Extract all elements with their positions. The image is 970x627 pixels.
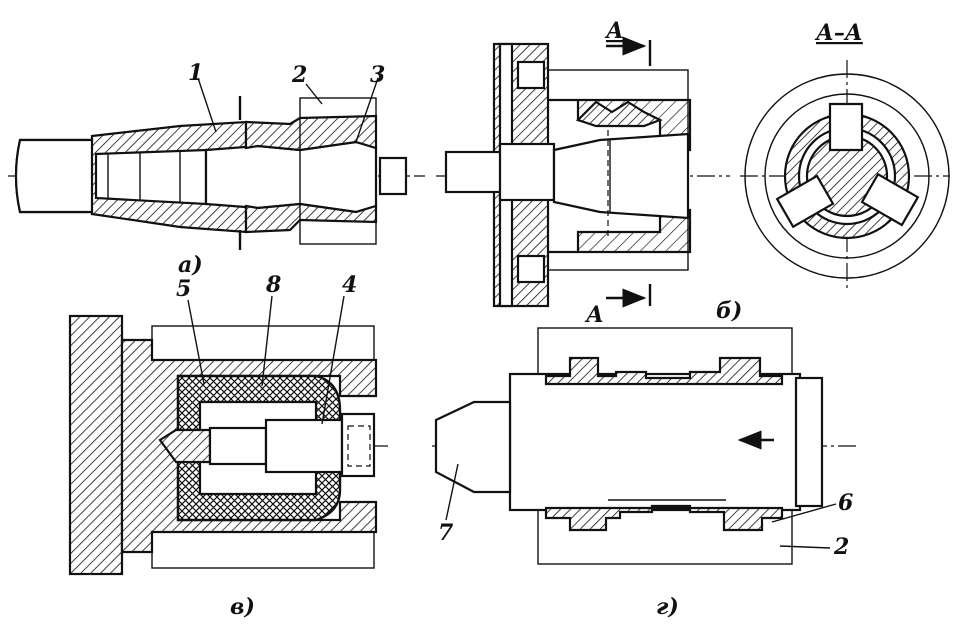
- section-title: А–А: [814, 20, 863, 46]
- caption-b: б): [716, 298, 742, 324]
- label-part-2-top: 2: [291, 62, 307, 88]
- label-part-1: 1: [188, 60, 203, 86]
- label-part-8: 8: [265, 272, 281, 298]
- label-part-2-bottom: 2: [833, 534, 849, 560]
- label-part-6: 6: [838, 490, 853, 516]
- section-arrow-bottom: А: [584, 302, 604, 328]
- caption-v: в): [230, 594, 255, 620]
- label-part-4: 4: [342, 272, 357, 298]
- section-a-a: [740, 60, 950, 288]
- view-a: [8, 96, 425, 250]
- view-b: [436, 36, 730, 308]
- label-part-5: 5: [176, 276, 191, 302]
- view-v: [68, 314, 392, 576]
- section-arrow-top: А: [604, 18, 624, 44]
- view-g: [432, 327, 860, 565]
- leader-lines: [187, 77, 837, 549]
- caption-g: г): [656, 594, 679, 620]
- label-part-7: 7: [438, 520, 454, 546]
- label-part-3: 3: [370, 62, 385, 88]
- caption-a: а): [178, 252, 203, 278]
